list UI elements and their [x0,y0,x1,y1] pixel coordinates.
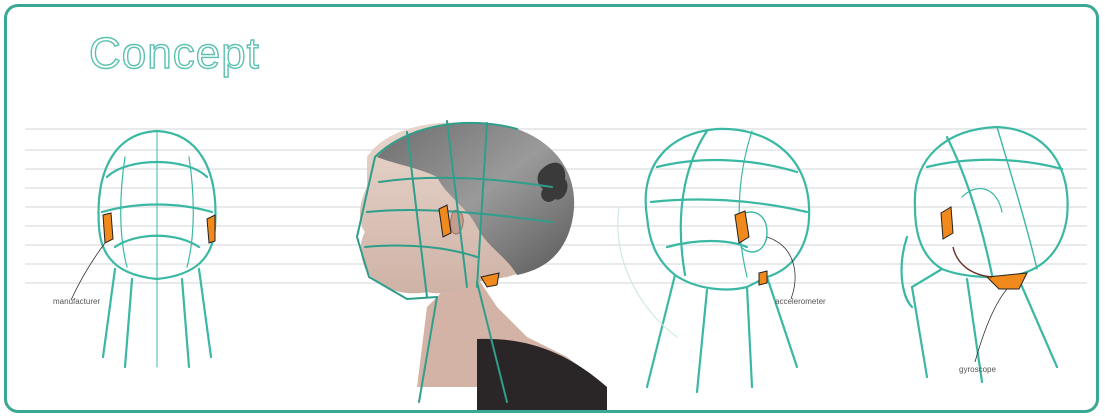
right-ear-sensor [207,215,215,243]
concept-illustration [7,7,1099,413]
label-gyroscope: gyroscope [959,365,996,374]
label-accelerometer: accelerometer [775,297,826,306]
label-manufacturer: manufacturer [53,297,100,306]
left-ear-sensor [103,213,113,243]
three-quarter-ear-sensor [735,211,749,243]
rear-ear-sensor [941,207,953,239]
head-rear-view [902,127,1068,382]
head-front-view [99,131,216,367]
concept-panel: Concept [4,4,1099,413]
three-quarter-neck-sensor [759,271,767,285]
